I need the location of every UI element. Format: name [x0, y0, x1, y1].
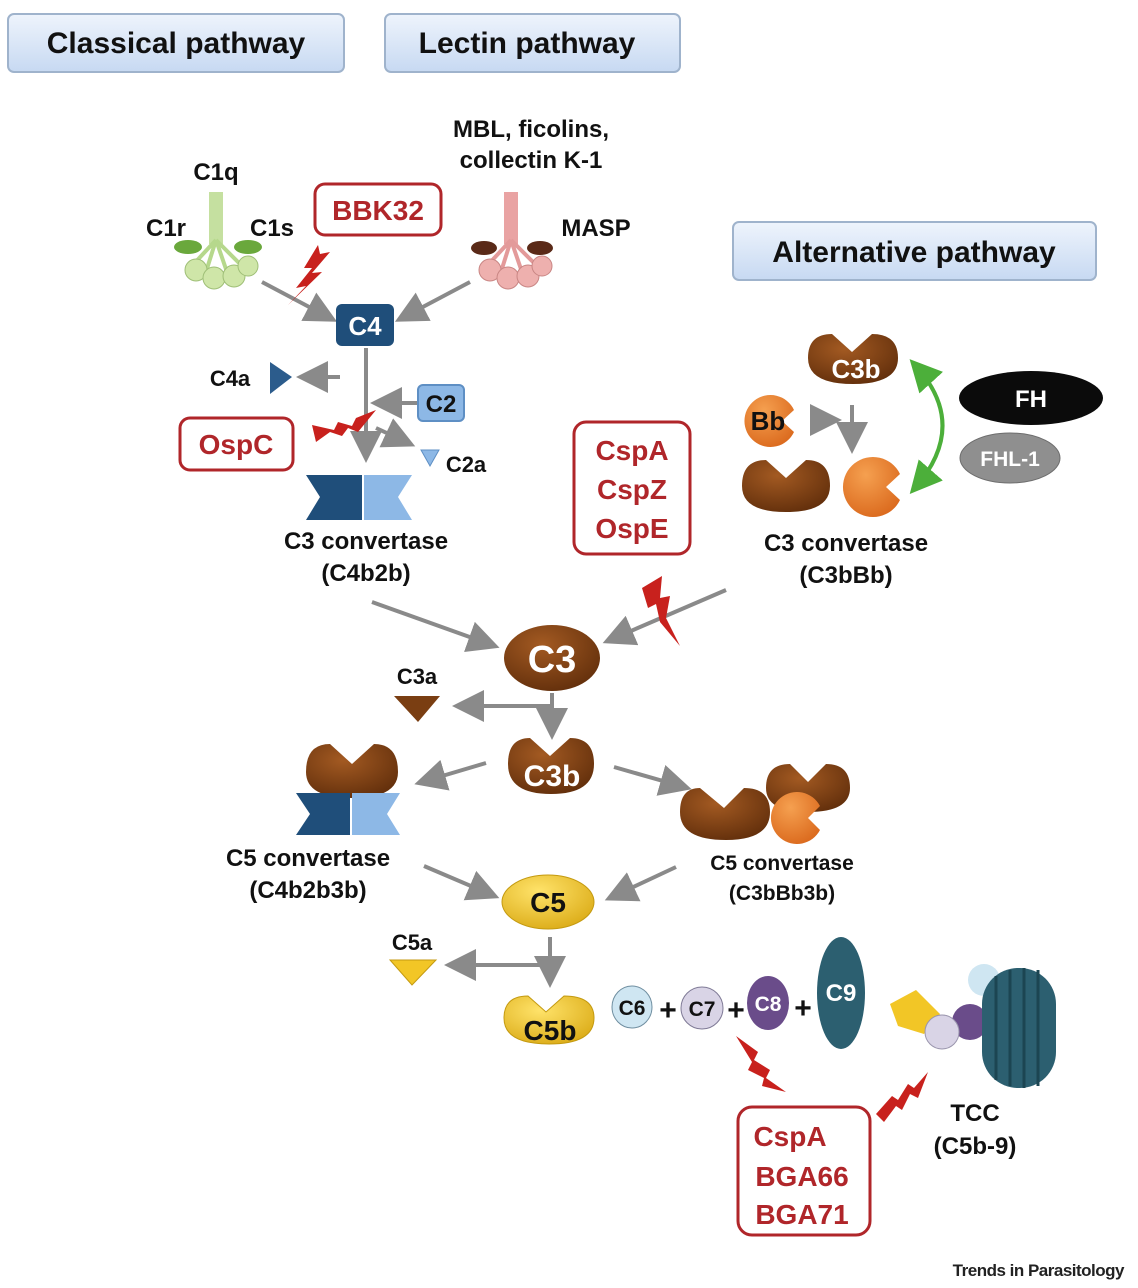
header-alternative-label: Alternative pathway [772, 236, 1056, 269]
c3b-label: C3b [524, 760, 581, 793]
c5-convertase-alt-line2: (C3bBb3b) [729, 882, 835, 905]
tcc-complex-icon [890, 964, 1056, 1088]
lightning-bolt-icon [642, 576, 680, 646]
c8-label: C8 [755, 993, 782, 1016]
plus-sign: + [659, 994, 677, 1027]
c9-node: C9 [817, 937, 865, 1049]
c1-complex-icon [174, 192, 262, 290]
c5b-node: C5b [503, 995, 595, 1046]
c6-label: C6 [619, 997, 646, 1020]
arrow-c5conv-left-to-c5 [423, 864, 500, 901]
c4a-triangle-icon [270, 362, 292, 394]
lectin-label-line1: MBL, ficolins, [453, 116, 609, 143]
arrow-c2a [375, 418, 416, 448]
c5-node: C5 [501, 874, 595, 930]
mbl-complex-icon [471, 192, 553, 290]
arrow-masp-to-c4 [394, 280, 471, 322]
inhibitor-ospe-label: OspE [595, 513, 668, 544]
c2-node: C2 [417, 384, 465, 422]
header-classical-label: Classical pathway [47, 27, 306, 60]
fh-label: FH [1015, 386, 1047, 413]
arrow-c1-to-c4 [261, 280, 338, 322]
inhibitor-cspa-label: CspA [595, 435, 668, 466]
lightning-bolt-icon [736, 1036, 786, 1092]
header-lectin-pathway: Lectin pathway [384, 13, 681, 73]
c4-label: C4 [348, 311, 382, 341]
lectin-label-line2: collectin K-1 [460, 147, 603, 174]
c5-label: C5 [530, 887, 566, 918]
bb-label: Bb [751, 406, 786, 436]
header-alternative-pathway: Alternative pathway [732, 221, 1097, 281]
c6-node: C6 [611, 985, 653, 1029]
arrows [261, 280, 868, 988]
c5-convertase-alt-line1: C5 convertase [710, 852, 854, 875]
c2a-triangle-icon [420, 449, 440, 468]
bbk32-label: BBK32 [332, 195, 424, 226]
c7-node: C7 [680, 986, 724, 1030]
plus-sign: + [727, 994, 745, 1027]
arrow-c3b-left [414, 759, 487, 791]
c5-convertase-classical-line1: C5 convertase [226, 845, 390, 872]
c2-label: C2 [426, 391, 457, 418]
c4a-label: C4a [210, 366, 251, 391]
masp-label: MASP [561, 215, 630, 242]
arrow-c3b-right [613, 765, 692, 796]
lightning-bolt-icon [876, 1072, 928, 1122]
c3-convertase-classical-line1: C3 convertase [284, 528, 448, 555]
c3-convertase-alt-line2: (C3bBb) [799, 562, 892, 589]
header-classical-pathway: Classical pathway [7, 13, 345, 73]
lightning-bolt-icon [312, 410, 376, 442]
c3-convertase-classical-icon [306, 475, 412, 520]
lightning-bolt-icon [288, 245, 330, 305]
c8-node: C8 [747, 976, 789, 1030]
arrow-c3conv-alt-to-c3 [602, 588, 727, 646]
c3-node: C3 [504, 625, 600, 691]
c5b-label: C5b [524, 1015, 577, 1046]
header-lectin-label: Lectin pathway [419, 27, 636, 60]
plus-sign: + [794, 992, 812, 1025]
publisher-credit: Trends in Parasitology [953, 1261, 1125, 1280]
c1q-label: C1q [193, 159, 238, 186]
c1r-label: C1r [146, 215, 186, 242]
ospc-label: OspC [199, 429, 274, 460]
inhibitor-bga71-label: BGA71 [755, 1199, 848, 1230]
c3a-label: C3a [397, 664, 438, 689]
fh-node: FH [959, 371, 1103, 425]
c9-label: C9 [826, 980, 857, 1007]
arrow-regulation-green [909, 359, 945, 495]
c2a-label: C2a [446, 452, 487, 477]
inhibitor-bbk32: BBK32 [313, 182, 443, 237]
c3b-alt-label: C3b [831, 354, 880, 384]
arrow-c5conv-right-to-c5 [604, 865, 677, 902]
c3a-triangle-icon [394, 696, 440, 722]
c3-label: C3 [528, 639, 577, 681]
c5-convertase-classical-line2: (C4b2b3b) [249, 877, 366, 904]
fhl1-node: FHL-1 [959, 432, 1061, 484]
tcc-label-line1: TCC [950, 1100, 999, 1127]
c3-convertase-alt-line1: C3 convertase [764, 530, 928, 557]
inhibitor-cspz-label: CspZ [597, 474, 667, 505]
inhibitor-group-cspa-cspz-ospe: CspA CspZ OspE [572, 420, 692, 556]
c3-convertase-alt-icon [742, 456, 900, 517]
tcc-label-line2: (C5b-9) [934, 1133, 1017, 1160]
inhibitor-ospc: OspC [178, 416, 295, 472]
c4-node: C4 [336, 304, 394, 346]
inhibitor-bga66-label: BGA66 [755, 1161, 848, 1192]
c5-convertase-alt-icon [680, 764, 850, 845]
c5-convertase-classical-icon [296, 744, 400, 835]
c5a-triangle-icon [388, 959, 438, 986]
bb-icon: Bb [744, 394, 794, 448]
c3b-alt-icon: C3b [808, 334, 898, 384]
fhl1-label: FHL-1 [980, 448, 1040, 471]
inhibitor-cspa-2-label: CspA [753, 1121, 826, 1152]
inhibitor-group-cspa-bga66-bga71: CspA BGA66 BGA71 [736, 1105, 872, 1237]
c5a-label: C5a [392, 930, 433, 955]
arrow-c3conv-classical-to-c3 [371, 600, 500, 652]
c3-convertase-classical-line2: (C4b2b) [321, 560, 410, 587]
c1s-label: C1s [250, 215, 294, 242]
c7-label: C7 [689, 998, 716, 1021]
c3b-node: C3b [508, 738, 594, 794]
